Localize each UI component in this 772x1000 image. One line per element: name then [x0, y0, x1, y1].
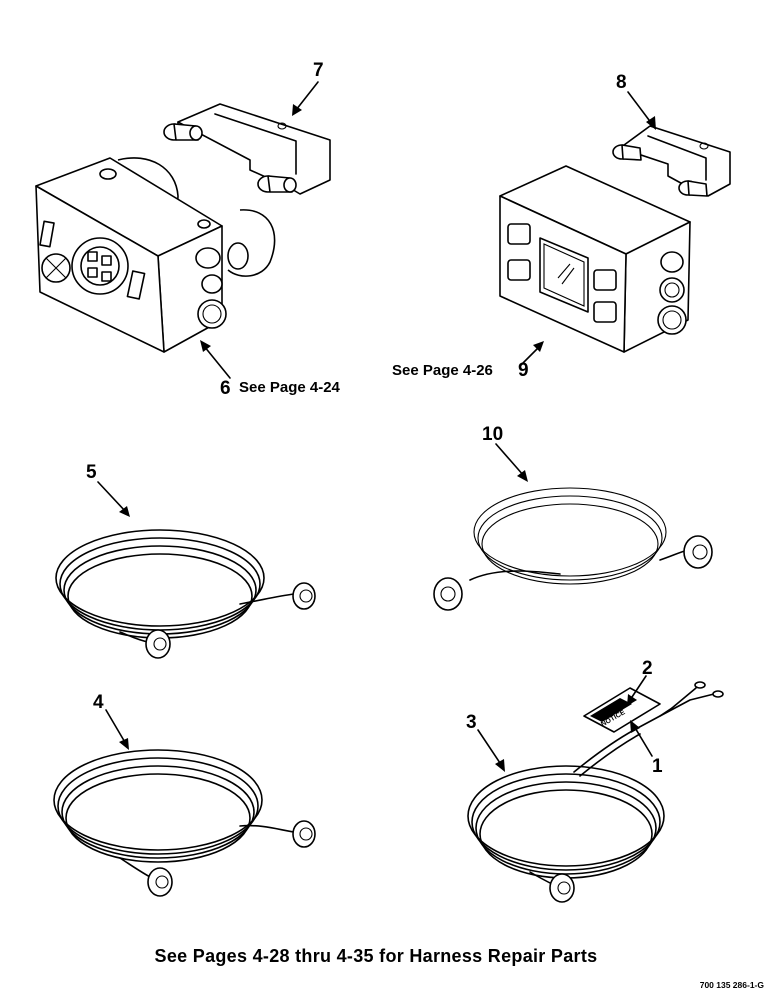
bracket-item-8 — [612, 125, 731, 197]
callout-8: 8 — [616, 72, 627, 93]
cable-item-10 — [433, 487, 713, 611]
see-page-ref-9: See Page 4-26 — [392, 362, 493, 379]
harness-leads-item-1 — [633, 681, 724, 731]
see-page-ref-6: See Page 4-24 — [239, 379, 341, 396]
harness-item-3 — [467, 729, 665, 903]
callout-9: 9 — [518, 360, 529, 381]
control-box-item-6 — [35, 157, 276, 353]
leader-lines — [97, 81, 656, 772]
monitor-box-item-9 — [499, 165, 691, 353]
harness-tag-item-2: NOTICE — [583, 687, 661, 733]
footer-note: See Pages 4-28 thru 4-35 for Harness Rep… — [155, 946, 598, 966]
cable-item-5 — [55, 529, 316, 659]
callout-3: 3 — [466, 712, 477, 733]
callout-6: 6 — [220, 378, 231, 399]
callout-10: 10 — [482, 424, 503, 445]
bracket-item-7 — [163, 103, 331, 195]
callout-1: 1 — [652, 756, 663, 777]
callout-4: 4 — [93, 692, 104, 713]
callout-7: 7 — [313, 60, 324, 81]
callout-5: 5 — [86, 462, 97, 483]
cable-item-4 — [53, 749, 316, 897]
callout-2: 2 — [642, 658, 653, 679]
drawing-code: 700 135 286-1-G — [700, 980, 765, 990]
